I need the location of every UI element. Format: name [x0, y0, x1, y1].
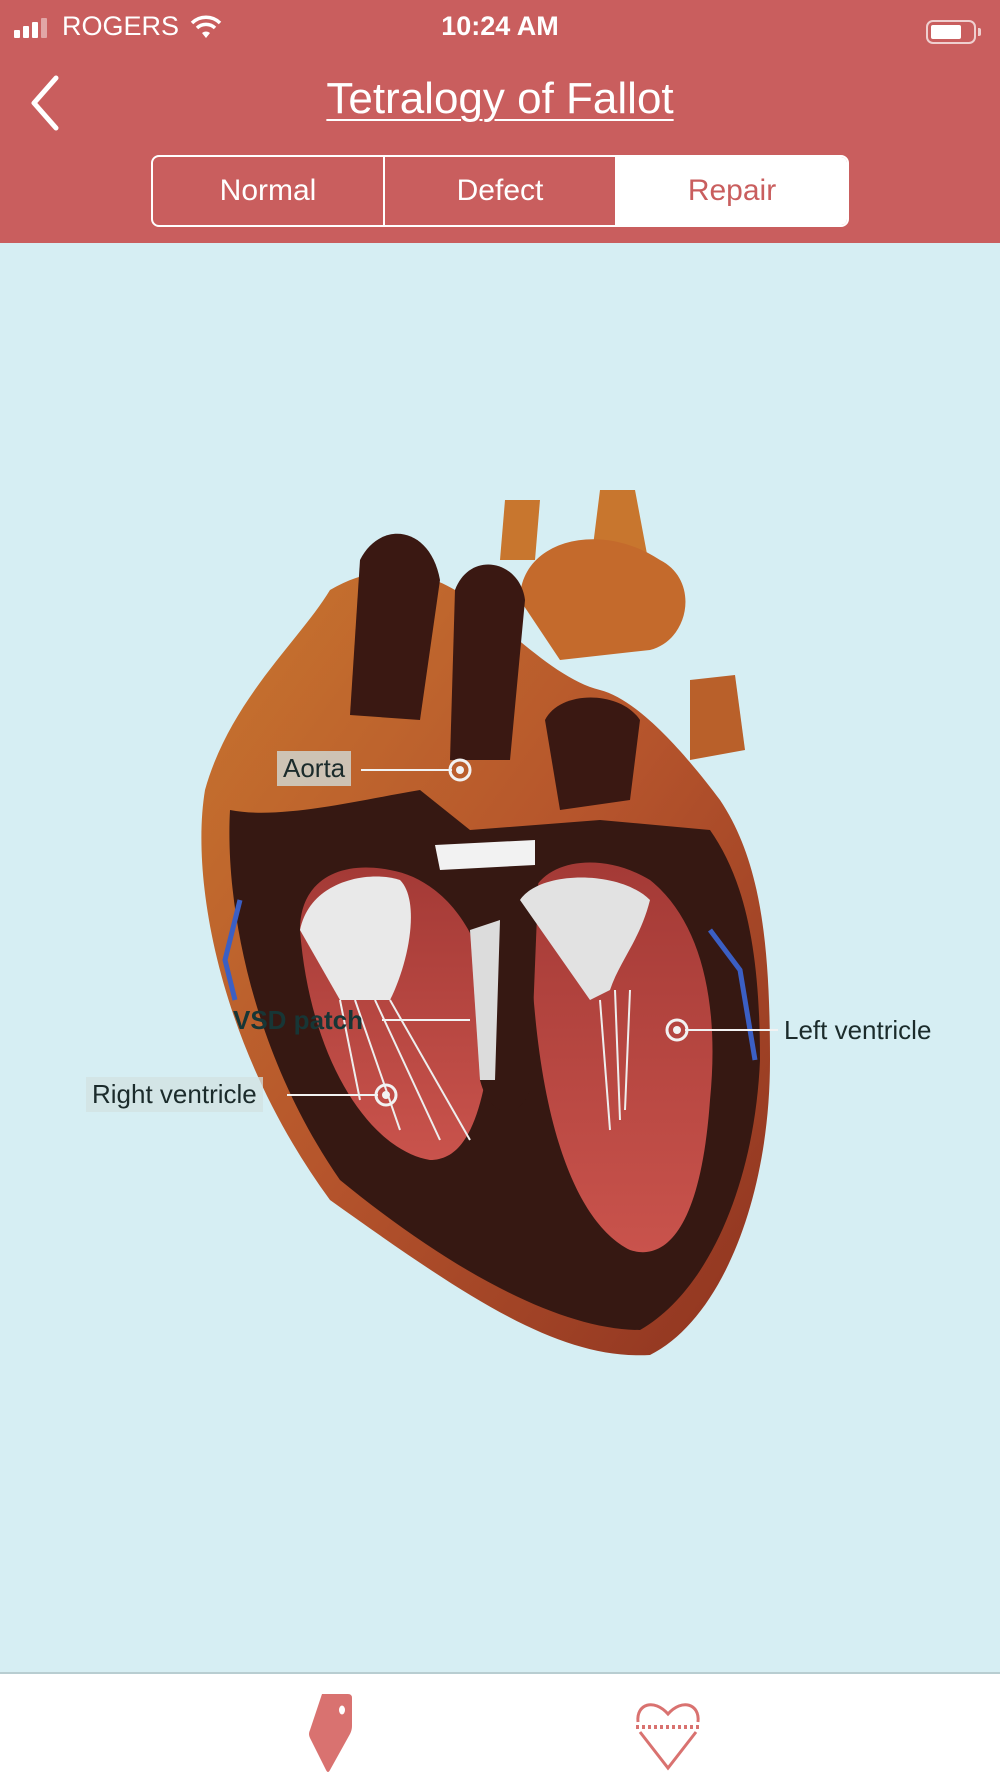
navigation-header: ROGERS 10:24 AM Tetralogy of Fallot Norm… — [0, 0, 1000, 243]
clock: 10:24 AM — [441, 11, 559, 41]
signal-icon — [14, 18, 47, 38]
heart-model-viewer[interactable]: Aorta VSD patch Right ventricle Left ven… — [0, 243, 1000, 1672]
tag-icon[interactable] — [290, 1692, 370, 1772]
tab-bar — [0, 1672, 1000, 1780]
carrier-name: ROGERS — [62, 11, 180, 41]
hotspot-markers — [374, 758, 689, 1107]
label-right-ventricle[interactable]: Right ventricle — [86, 1077, 263, 1112]
page-title: Tetralogy of Fallot — [326, 74, 674, 123]
heart-3d-model[interactable] — [0, 243, 1000, 1672]
segment-repair[interactable]: Repair — [615, 157, 847, 225]
wifi-icon — [190, 15, 222, 38]
segment-defect[interactable]: Defect — [383, 157, 615, 225]
segment-normal[interactable]: Normal — [219, 174, 317, 207]
chevron-left-icon[interactable] — [26, 74, 66, 132]
label-left-ventricle[interactable]: Left ventricle — [784, 1015, 932, 1045]
segmented-control: Normal Defect Repair — [151, 155, 849, 227]
label-vsd-patch[interactable]: VSD patch — [233, 1005, 364, 1035]
heart-icon[interactable] — [628, 1692, 708, 1772]
status-bar: ROGERS 10:24 AM — [0, 8, 1000, 48]
label-aorta[interactable]: Aorta — [277, 751, 352, 786]
battery-icon — [926, 20, 981, 44]
